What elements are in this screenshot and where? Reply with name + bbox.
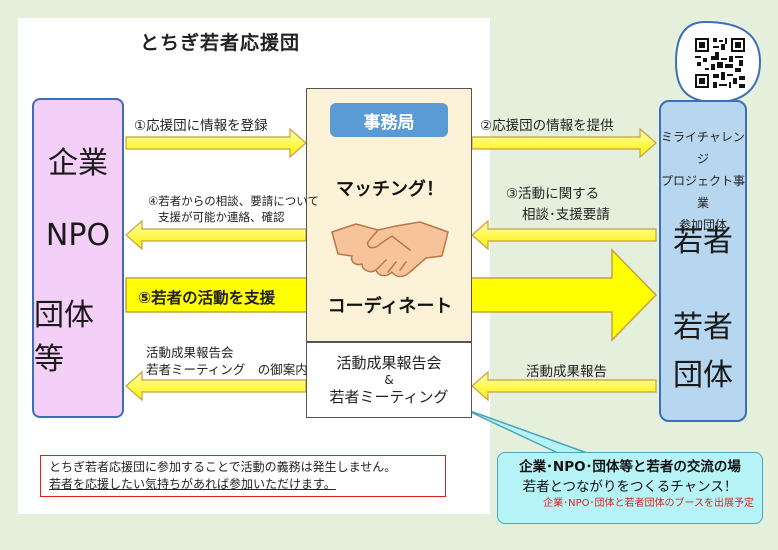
companies-label: 企業 bbox=[48, 146, 108, 182]
companies-npo-box: 企業 NPO 団体等 bbox=[32, 98, 124, 418]
youth-groups-box bbox=[659, 100, 747, 422]
arrow-support-label: ⑤若者の活動を支援 bbox=[138, 289, 276, 307]
arrow-contact-label: ④若者からの相談、要請について 支援が可能か連絡、確認 bbox=[148, 193, 319, 225]
callout-line1: 企業･NPO･団体等と若者の交流の場 bbox=[519, 459, 741, 475]
youth-group-line2: 団体 bbox=[673, 358, 733, 393]
youth-label: 若者 bbox=[673, 224, 733, 259]
arrow-meeting-line1: 活動成果報告会 bbox=[146, 345, 234, 360]
arrow-meeting-guide bbox=[125, 370, 307, 402]
mirai-challenge-label: ミライチャレンジ プロジェクト事業 参加団体 bbox=[659, 126, 747, 236]
report-meeting-title: 活動成果報告会 bbox=[336, 354, 442, 372]
coordinate-label: コーディネート bbox=[327, 296, 453, 317]
arrow-meeting-line2: 若者ミーティング の御案内 bbox=[146, 362, 308, 377]
arrow-register-label: ①応援団に情報を登録 bbox=[134, 118, 268, 134]
arrow-consult-line1: ③活動に関する bbox=[506, 186, 600, 202]
mirai-line2: プロジェクト事業 bbox=[660, 174, 745, 210]
callout-line3: 企業･NPO･団体と若者団体のブースを出展予定 bbox=[543, 498, 754, 509]
callout-pointer bbox=[461, 407, 591, 455]
arrow-register-info bbox=[125, 127, 307, 159]
notice-line1: とちぎ若者応援団に参加することで活動の義務は発生しません。 bbox=[49, 460, 397, 474]
exchange-callout: 企業･NPO･団体等と若者の交流の場 若者とつながりをつくるチャンス！ 企業･N… bbox=[497, 452, 763, 524]
matching-label: マッチング！ bbox=[336, 179, 444, 200]
report-meeting-box: 活動成果報告会 & 若者ミーティング bbox=[306, 342, 472, 418]
arrow-meeting-label: 活動成果報告会 若者ミーティング の御案内 bbox=[146, 344, 308, 378]
youth-group-line1: 若者 bbox=[673, 310, 733, 345]
arrow-report-label: 活動成果報告 bbox=[526, 364, 607, 380]
youth-group-label: 若者 団体 bbox=[659, 304, 747, 400]
qr-code-icon bbox=[693, 36, 747, 90]
mirai-line3: 参加団体 bbox=[678, 218, 727, 232]
arrow-consult-line2: 相談･支援要請 bbox=[522, 207, 610, 223]
arrow-contact-confirm bbox=[125, 219, 307, 251]
notice-line2: 若者を応援したい気持ちがあれば参加いただけます。 bbox=[49, 477, 336, 491]
youth-meeting-title: 若者ミーティング bbox=[329, 388, 449, 406]
arrow-consult-request bbox=[471, 219, 657, 251]
arrow-activity-report bbox=[471, 370, 657, 402]
arrow-provide-info bbox=[471, 127, 657, 159]
no-obligation-notice: とちぎ若者応援団に参加することで活動の義務は発生しません。 若者を応援したい気持… bbox=[40, 455, 446, 497]
arrow-contact-line1: ④若者からの相談、要請について bbox=[148, 194, 319, 208]
callout-line2: 若者とつながりをつくるチャンス！ bbox=[522, 479, 738, 495]
handshake-icon bbox=[331, 221, 449, 278]
ampersand: & bbox=[384, 373, 394, 387]
secretariat-badge: 事務局 bbox=[330, 103, 448, 137]
qr-code[interactable] bbox=[693, 36, 747, 90]
mirai-line1: ミライチャレンジ bbox=[661, 130, 745, 166]
arrow-contact-line2: 支援が可能か連絡、確認 bbox=[158, 210, 285, 224]
diagram-title: とちぎ若者応援団 bbox=[140, 32, 301, 54]
arrow-provide-label: ②応援団の情報を提供 bbox=[480, 118, 614, 134]
arrow-consult-label: ③活動に関する 相談･支援要請 bbox=[506, 184, 610, 226]
npo-label: NPO bbox=[45, 218, 111, 254]
organizations-label: 団体等 bbox=[34, 297, 94, 377]
